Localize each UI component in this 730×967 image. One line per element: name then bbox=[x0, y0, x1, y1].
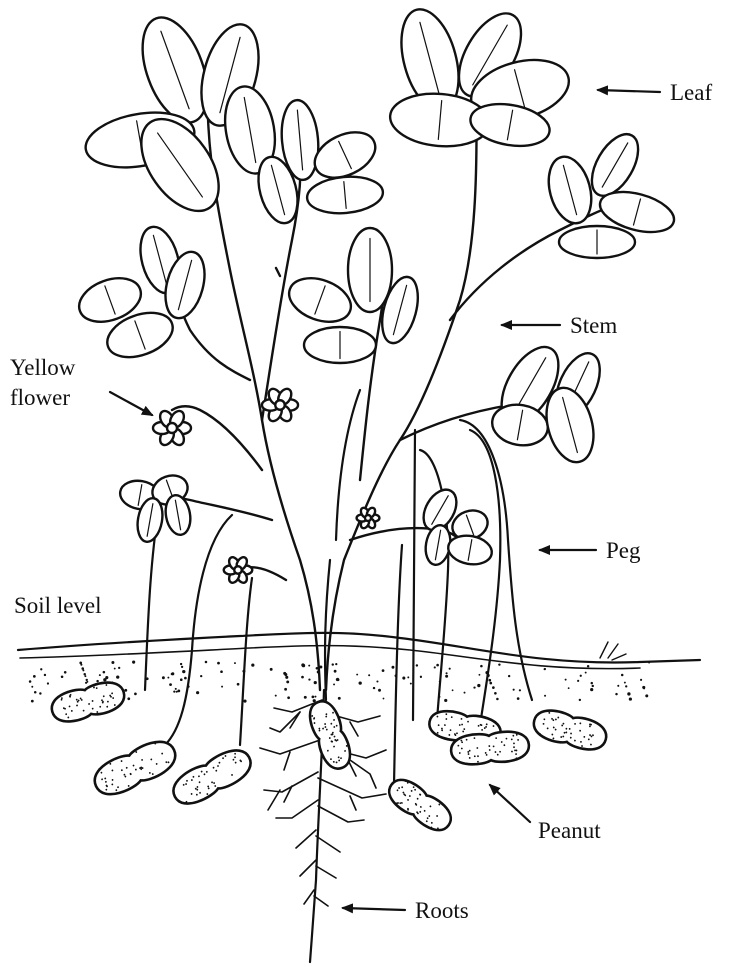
label-peg: Peg bbox=[606, 538, 641, 563]
yellow-flower-4 bbox=[357, 506, 380, 529]
yellow-flower-1 bbox=[153, 409, 191, 448]
peanut-2 bbox=[89, 735, 181, 802]
roots-arrow bbox=[343, 908, 405, 910]
peanut-8 bbox=[530, 706, 609, 754]
peanut-5 bbox=[383, 773, 456, 836]
label-yellow-flower-line2: flower bbox=[10, 385, 70, 410]
label-roots: Roots bbox=[415, 898, 469, 923]
peanut-arrow bbox=[490, 785, 530, 822]
peanuts bbox=[48, 678, 609, 837]
yellow-flower-arrow bbox=[110, 392, 152, 415]
label-peanut: Peanut bbox=[538, 818, 601, 843]
peanut-1 bbox=[48, 678, 127, 726]
leaf-arrow bbox=[598, 90, 660, 92]
peanut-3 bbox=[167, 743, 256, 810]
label-soil-level: Soil level bbox=[14, 593, 102, 618]
label-stem: Stem bbox=[570, 313, 617, 338]
yellow-flower-3 bbox=[224, 555, 253, 584]
peanut-4 bbox=[305, 697, 355, 772]
label-yellow-flower-line1: Yellow bbox=[10, 355, 76, 380]
label-leaf: Leaf bbox=[670, 80, 712, 105]
